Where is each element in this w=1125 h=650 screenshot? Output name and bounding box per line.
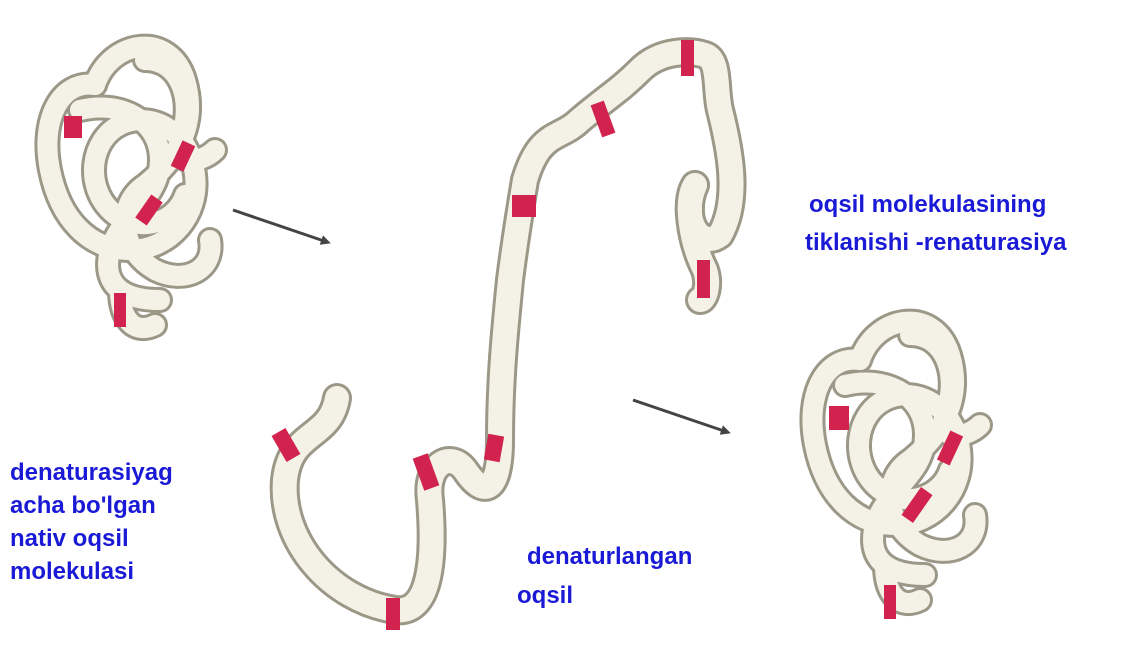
native-protein-label: denaturasiyag acha bo'lgan nativ oqsil m… [10, 456, 173, 588]
arrow-right-icon [633, 400, 727, 432]
native-label-line-1: denaturasiyag [10, 456, 173, 489]
renaturation-label-line-1: oqsil molekulasining [805, 186, 1066, 224]
native-protein-molecule [47, 47, 215, 328]
renatured-protein-molecule [812, 322, 980, 619]
disulfide-bridge [697, 260, 710, 298]
disulfide-bridge [512, 195, 536, 217]
renaturation-label-line-2: tiklanishi -renaturasiya [805, 224, 1066, 262]
native-label-line-3: nativ oqsil [10, 522, 173, 555]
disulfide-bridge [884, 585, 896, 619]
denatured-label-line-2: oqsil [517, 576, 692, 615]
native-label-line-4: molekulasi [10, 555, 173, 588]
native-label-line-2: acha bo'lgan [10, 489, 173, 522]
denatured-label-line-1: denaturlangan [517, 537, 692, 576]
arrow-right-icon [233, 210, 327, 242]
disulfide-bridge [681, 40, 694, 76]
disulfide-bridge [829, 406, 849, 430]
renaturation-label: oqsil molekulasining tiklanishi -renatur… [805, 186, 1066, 262]
disulfide-bridge [386, 598, 400, 630]
denatured-protein-label: denaturlangan oqsil [517, 537, 692, 615]
disulfide-bridge [114, 293, 126, 327]
disulfide-bridge [64, 116, 82, 138]
